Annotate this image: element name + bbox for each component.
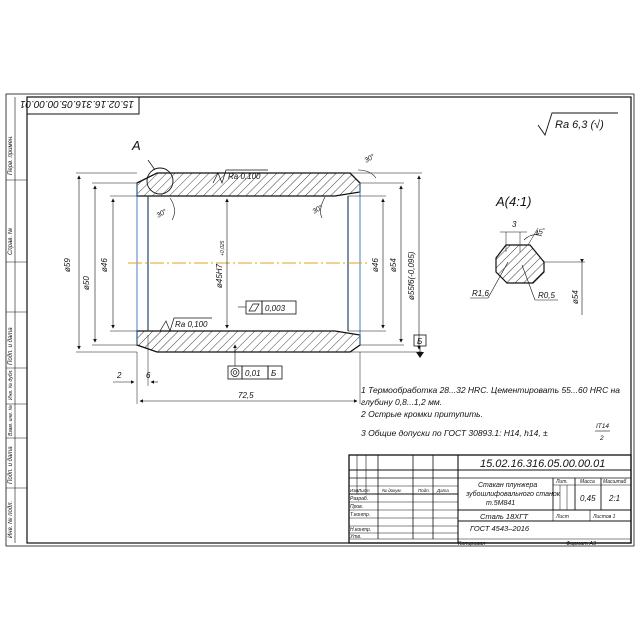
svg-text:ø55f6(-0,095): ø55f6(-0,095) (407, 251, 416, 300)
side-strip-label: Инв. № подл. (7, 501, 14, 538)
svg-text:Н.контр.: Н.контр. (350, 527, 371, 533)
svg-text:Формат А3: Формат А3 (566, 541, 597, 547)
scale-value: 2:1 (608, 494, 620, 503)
inner-frame (26, 96, 632, 544)
note-line: 2 Острые кромки притупить. (360, 409, 483, 419)
title-block: 15.02.16.316.05.00.00.01 Изм. Лист № док… (348, 454, 632, 547)
svg-text:Ra 0,100: Ra 0,100 (175, 320, 208, 329)
side-strip-label: Инв. № дубл. (8, 369, 14, 400)
note-line: 1 Термообработка 28...32 HRC. Цементиров… (361, 385, 620, 395)
bottom-wall-section (136, 330, 361, 353)
runout-tolerance: 0,01 Б (227, 344, 283, 380)
svg-text:45°: 45° (534, 227, 547, 238)
material: Сталь 18ХГТ (480, 512, 529, 521)
general-roughness: Ra 6,3 (√) (537, 112, 618, 137)
part-name: зубошлифовального станок (465, 490, 561, 498)
svg-text:ø45H7: ø45H7 (215, 263, 224, 288)
svg-text:+0,025: +0,025 (220, 240, 226, 256)
part-name: m.5М841 (486, 500, 515, 507)
svg-text:Масштаб: Масштаб (603, 479, 627, 485)
svg-text:Копировал: Копировал (458, 541, 485, 547)
svg-text:Б: Б (417, 337, 422, 346)
detail-label: А(4:1) (495, 194, 531, 209)
technical-notes: 1 Термообработка 28...32 HRC. Цементиров… (360, 385, 620, 442)
svg-text:Масса: Масса (580, 479, 595, 485)
svg-text:R1,6: R1,6 (472, 289, 489, 298)
designation: 15.02.16.316.05.00.00.01 (480, 458, 605, 470)
svg-text:ø59: ø59 (63, 258, 72, 272)
side-strip-label: Перв. примен. (8, 135, 14, 175)
roughness-outer: Ra 0,100 (212, 169, 268, 185)
svg-text:30°: 30° (311, 203, 324, 215)
svg-text:30°: 30° (155, 207, 168, 219)
side-strip-label: Подп. и дата (8, 446, 14, 484)
svg-text:ø50: ø50 (82, 276, 91, 290)
side-strip-label: Взам. инв. № (8, 404, 14, 436)
note-line: 3 Общие допуски по ГОСТ 30893.1: H14, h1… (361, 428, 548, 438)
datum-marker: Б (413, 334, 427, 358)
svg-text:2: 2 (116, 371, 122, 380)
note-fraction-num: IT14 (596, 423, 609, 430)
svg-text:R0,5: R0,5 (538, 291, 555, 300)
roughness-inner: Ra 0,100 (159, 317, 212, 333)
svg-text:ø46: ø46 (371, 258, 380, 272)
svg-text:Листов 1: Листов 1 (592, 514, 616, 520)
svg-text:ø54: ø54 (571, 290, 580, 304)
svg-text:ø54: ø54 (389, 258, 398, 272)
view-label: А (131, 138, 141, 153)
svg-text:ø46: ø46 (100, 258, 109, 272)
svg-text:0,003: 0,003 (265, 304, 286, 313)
svg-text:Лит.: Лит. (555, 479, 568, 485)
material: ГОСТ 4543–2016 (470, 524, 530, 533)
svg-text:3: 3 (512, 220, 517, 229)
svg-text:Лист: Лист (555, 514, 569, 520)
svg-text:Разраб.: Разраб. (350, 496, 368, 502)
detail-callout: А (131, 138, 174, 195)
svg-text:Пров.: Пров. (350, 504, 363, 510)
length-dims: 2 6 72,5 (113, 335, 361, 404)
right-diameter-dims: ø46 ø54 ø55f6(-0,095) (348, 172, 422, 353)
part-section (128, 172, 370, 353)
svg-text:72,5: 72,5 (238, 391, 254, 400)
svg-text:Б: Б (271, 369, 276, 378)
svg-text:Т.контр.: Т.контр. (350, 512, 370, 518)
note-line: глубину 0,8...1,2 мм. (361, 397, 442, 407)
svg-text:Изм.: Изм. (350, 488, 360, 493)
side-strip-label: Подп. и дата (8, 327, 14, 365)
svg-text:30°: 30° (363, 152, 376, 164)
roughness-general-text: Ra 6,3 (√) (555, 119, 604, 131)
svg-text:Подп.: Подп. (418, 488, 430, 493)
left-diameter-dims: ø59 ø50 ø46 ø45H7 +0,025 (63, 172, 229, 353)
note-fraction-den: 2 (599, 435, 604, 442)
svg-text:Лист: Лист (357, 488, 370, 493)
svg-text:Утв.: Утв. (350, 534, 361, 540)
svg-text:Дата: Дата (436, 488, 449, 493)
svg-text:0,01: 0,01 (245, 369, 261, 378)
outer-frame (5, 93, 635, 547)
detail-view: А(4:1) 3 45° ø54 R1,6 R0,5 (470, 194, 585, 315)
designation-box-rotated: 15.02.16.316.05.00.00.01 (20, 96, 140, 115)
part-name: Стакан плунжера (478, 482, 537, 489)
designation-rotated: 15.02.16.316.05.00.00.01 (20, 98, 134, 109)
side-strip: Перв. примен. Справ. № Подп. и дата Инв.… (6, 97, 27, 543)
mass-value: 0,45 (580, 494, 596, 503)
svg-text:№ докум.: № докум. (382, 488, 402, 493)
svg-text:6: 6 (146, 371, 151, 380)
side-strip-label: Справ. № (7, 227, 14, 255)
flatness-tolerance: 0,003 (238, 300, 297, 315)
svg-text:Ra 0,100: Ra 0,100 (228, 172, 261, 181)
